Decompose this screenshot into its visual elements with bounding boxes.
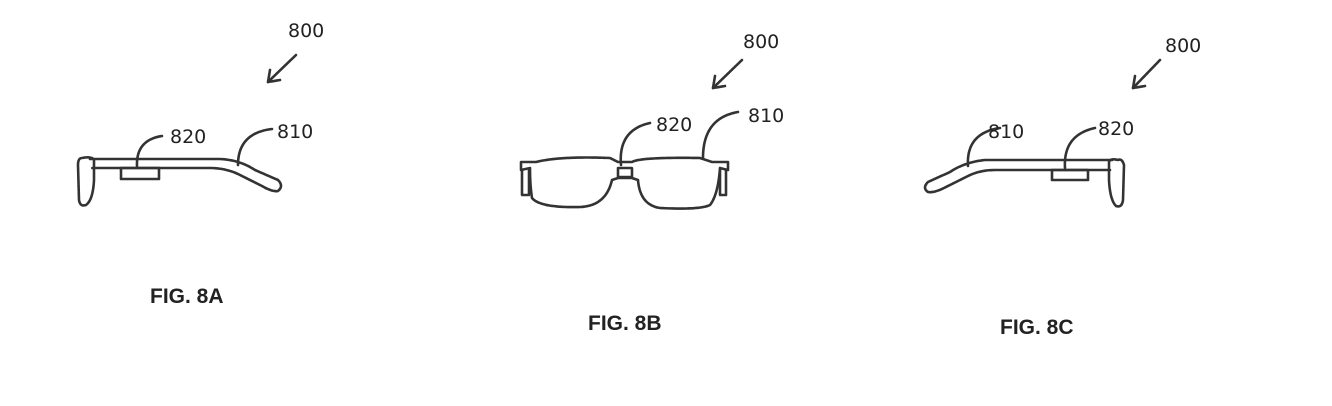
ref-800-arrow — [266, 53, 298, 84]
glasses-side-view — [76, 156, 283, 207]
ref-810-leader — [701, 110, 740, 160]
figure-caption: FIG. 8A — [150, 285, 224, 308]
ref-810-label: 810 — [277, 121, 313, 143]
ref-820-leader — [1063, 126, 1097, 170]
figure-8c: 800 810 820 FIG. 8C — [923, 35, 1201, 339]
ref-800-label: 800 — [288, 20, 324, 42]
ref-800-arrow — [1131, 58, 1162, 90]
figure-caption: FIG. 8C — [1000, 316, 1074, 339]
ref-820-leader — [135, 134, 164, 168]
figure-8a: 800 820 810 FIG. 8A — [76, 20, 324, 308]
glasses-side-view — [923, 158, 1126, 208]
glasses-front-view — [519, 156, 730, 210]
ref-820-label: 820 — [170, 126, 206, 148]
ref-800-arrow — [711, 58, 744, 90]
figure-8b: 800 820 810 FIG. 8B — [519, 31, 784, 335]
ref-800-label: 800 — [743, 31, 779, 53]
ref-810-leader — [966, 126, 1002, 168]
ref-810-label: 810 — [748, 105, 784, 127]
figure-caption: FIG. 8B — [588, 312, 662, 335]
ref-820-label: 820 — [656, 114, 692, 136]
ref-820-label: 820 — [1098, 118, 1134, 140]
ref-810-leader — [236, 127, 274, 167]
ref-810-label: 810 — [988, 121, 1024, 143]
ref-800-label: 800 — [1165, 35, 1201, 57]
ref-820-leader — [619, 121, 652, 167]
